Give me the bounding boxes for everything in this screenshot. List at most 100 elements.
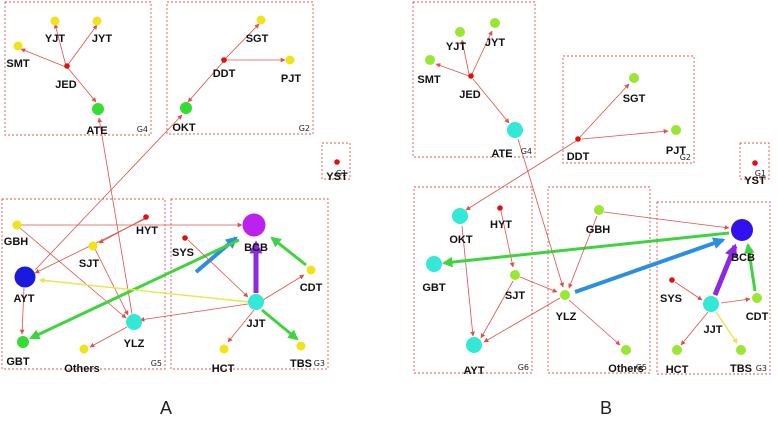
- panel-a-node-gbt: [17, 336, 29, 348]
- panel-a-node-hct: [219, 344, 229, 354]
- panel-a-edge-jed-to-yjt: [53, 23, 67, 67]
- panel-b-node-others: [621, 345, 631, 355]
- panel-b-node-label-ddt: DDT: [567, 151, 590, 163]
- panel-a-node-label-yjt: YJT: [45, 33, 65, 45]
- panel-a-node-label-hyt: HYT: [136, 225, 158, 237]
- group-boxes: [1, 1, 771, 375]
- panel-b-edge-ddt-to-pjt: [581, 129, 669, 140]
- panel-a-node-yjt: [50, 16, 60, 26]
- panel-b-edge-jed-to-smt: [435, 63, 470, 77]
- panel-b-edge-cdt-to-bcb: [744, 242, 757, 292]
- panel-b-group-box-g2: [562, 55, 695, 164]
- panel-a-node-sys: [182, 235, 188, 241]
- panel-b-edge-gbh-to-ylz: [568, 215, 598, 289]
- panel-b-node-label-ylz: YLZ: [556, 311, 577, 323]
- panel-a-node-label-yst: YST: [326, 171, 348, 183]
- panel-b-node-okt: [452, 208, 468, 224]
- panel-a-node-pjt: [285, 55, 295, 65]
- panel-b-node-label-sjt: SJT: [505, 290, 525, 302]
- panel-b-node-jjt: [703, 296, 719, 312]
- panel-b-edge-ylz-to-ayt: [483, 297, 561, 343]
- panel-a-node-hyt: [143, 214, 149, 220]
- panel-b-group-label-g1: G1: [755, 169, 766, 178]
- panel-b-node-label-yst: YST: [744, 175, 766, 187]
- panel-b-group-label-g2: G2: [680, 153, 691, 162]
- panel-a-node-gbh: [12, 220, 22, 230]
- panel-a-edge-ylz-to-ate: [97, 117, 133, 315]
- panel-b-node-label-hyt: HYT: [490, 219, 512, 231]
- panel-a-edge-cdt-to-bcb: [270, 236, 307, 267]
- panel-a-node-cdt: [306, 265, 316, 275]
- panel-b-node-gbh: [594, 205, 604, 215]
- panel-a-edge-jed-to-smt: [20, 48, 67, 68]
- panel-a-group-box-g1: [321, 142, 351, 180]
- panel-a-node-label-bcb: BCB: [244, 242, 268, 254]
- panel-a-node-label-sjt: SJT: [79, 258, 99, 270]
- panel-a-node-jyt: [92, 16, 102, 26]
- panel-a-group-label-g3: G3: [314, 359, 325, 368]
- panel-b-node-label-jjt: JJT: [704, 324, 723, 336]
- panel-b-group-box-g1: [739, 142, 770, 180]
- panel-b-edge-ylz-to-bcb: [574, 237, 726, 294]
- panel-b-node-sjt: [510, 270, 520, 280]
- panel-b-node-sgt: [629, 73, 639, 83]
- panel-a-edge-jed-to-jyt: [66, 24, 98, 67]
- panel-b-node-bcb: [731, 219, 753, 241]
- panel-b-node-label-sys: SYS: [660, 293, 682, 305]
- panel-b-edge-jed-to-yjt: [460, 39, 470, 75]
- panel-a-node-okt: [180, 102, 192, 114]
- panel-a-node-label-pjt: PJT: [281, 73, 301, 85]
- panel-b-node-label-yjt: YJT: [446, 41, 466, 53]
- panel-a-node-ddt: [221, 57, 227, 63]
- panel-a-group-label-g1: G1: [336, 169, 347, 178]
- panel-b-node-ylz: [560, 290, 570, 300]
- panel-b-group-label-g4: G4: [521, 147, 532, 156]
- panel-a-edge-jjt-to-hct: [227, 309, 255, 343]
- panel-b-node-label-okt: OKT: [449, 234, 473, 246]
- panel-b-node-pjt: [671, 125, 681, 135]
- panel-b-group-label-g5: G5: [636, 363, 647, 372]
- panel-a-node-sjt: [88, 241, 98, 251]
- panel-a-edge-ayt-to-gbt: [19, 287, 25, 335]
- panel-b-node-jyt: [490, 18, 500, 28]
- panel-a-edge-ddt-to-okt: [187, 61, 224, 103]
- panel-a-edge-ddt-to-sgt: [224, 23, 260, 60]
- panel-b-node-yjt: [455, 27, 465, 37]
- panel-b-node-tbs: [736, 345, 746, 355]
- panel-b-node-ddt: [575, 136, 581, 142]
- panel-b-edge-sjt-to-ayt: [480, 280, 514, 339]
- panel-a-node-label-others: Others: [64, 363, 99, 375]
- panel-b-edge-okt-to-ayt: [461, 225, 475, 337]
- panel-a-node-label-jjt: JJT: [247, 318, 266, 330]
- panel-a-node-jjt: [248, 294, 264, 310]
- panel-b-node-label-hct: HCT: [666, 364, 689, 376]
- panel-b-edge-ylz-to-others: [568, 299, 621, 346]
- panel-a-edge-jjt-to-ylz: [139, 303, 249, 322]
- panel-a-node-label-gbt: GBT: [6, 356, 30, 368]
- panel-a-node-others: [79, 344, 89, 354]
- panel-b-node-label-bcb: BCB: [731, 252, 755, 264]
- panel-b-label: B: [600, 398, 612, 418]
- panel-a-group-box-g4: [4, 1, 152, 136]
- panel-b-node-gbt: [426, 256, 442, 272]
- panel-b-group-label-g3: G3: [756, 364, 767, 373]
- panel-a-node-label-jyt: JYT: [92, 33, 112, 45]
- panel-a-node-label-hct: HCT: [212, 363, 235, 375]
- panel-a-node-yst: [334, 159, 340, 165]
- panel-b-node-hyt: [497, 205, 503, 211]
- panel-b-node-label-ayt: AYT: [464, 365, 485, 377]
- panel-b-edge-jjt-to-hct: [680, 311, 709, 346]
- panel-b-node-label-ate: ATE: [491, 148, 512, 160]
- panel-b-node-label-sgt: SGT: [623, 93, 646, 105]
- panel-b-node-label-cdt: CDT: [746, 311, 769, 323]
- panel-b-group-box-g4: [412, 1, 536, 158]
- panel-b-node-label-jed: JED: [459, 89, 480, 101]
- panel-a-node-ate: [92, 103, 104, 115]
- panel-a-edge-jjt-to-cdt: [262, 274, 305, 301]
- panel-b-edge-jjt-to-bcb: [712, 243, 738, 296]
- panel-b-edge-ate-to-ylz: [517, 138, 565, 288]
- panel-a-node-label-sys: SYS: [172, 247, 194, 259]
- panel-b-node-yst: [752, 160, 758, 166]
